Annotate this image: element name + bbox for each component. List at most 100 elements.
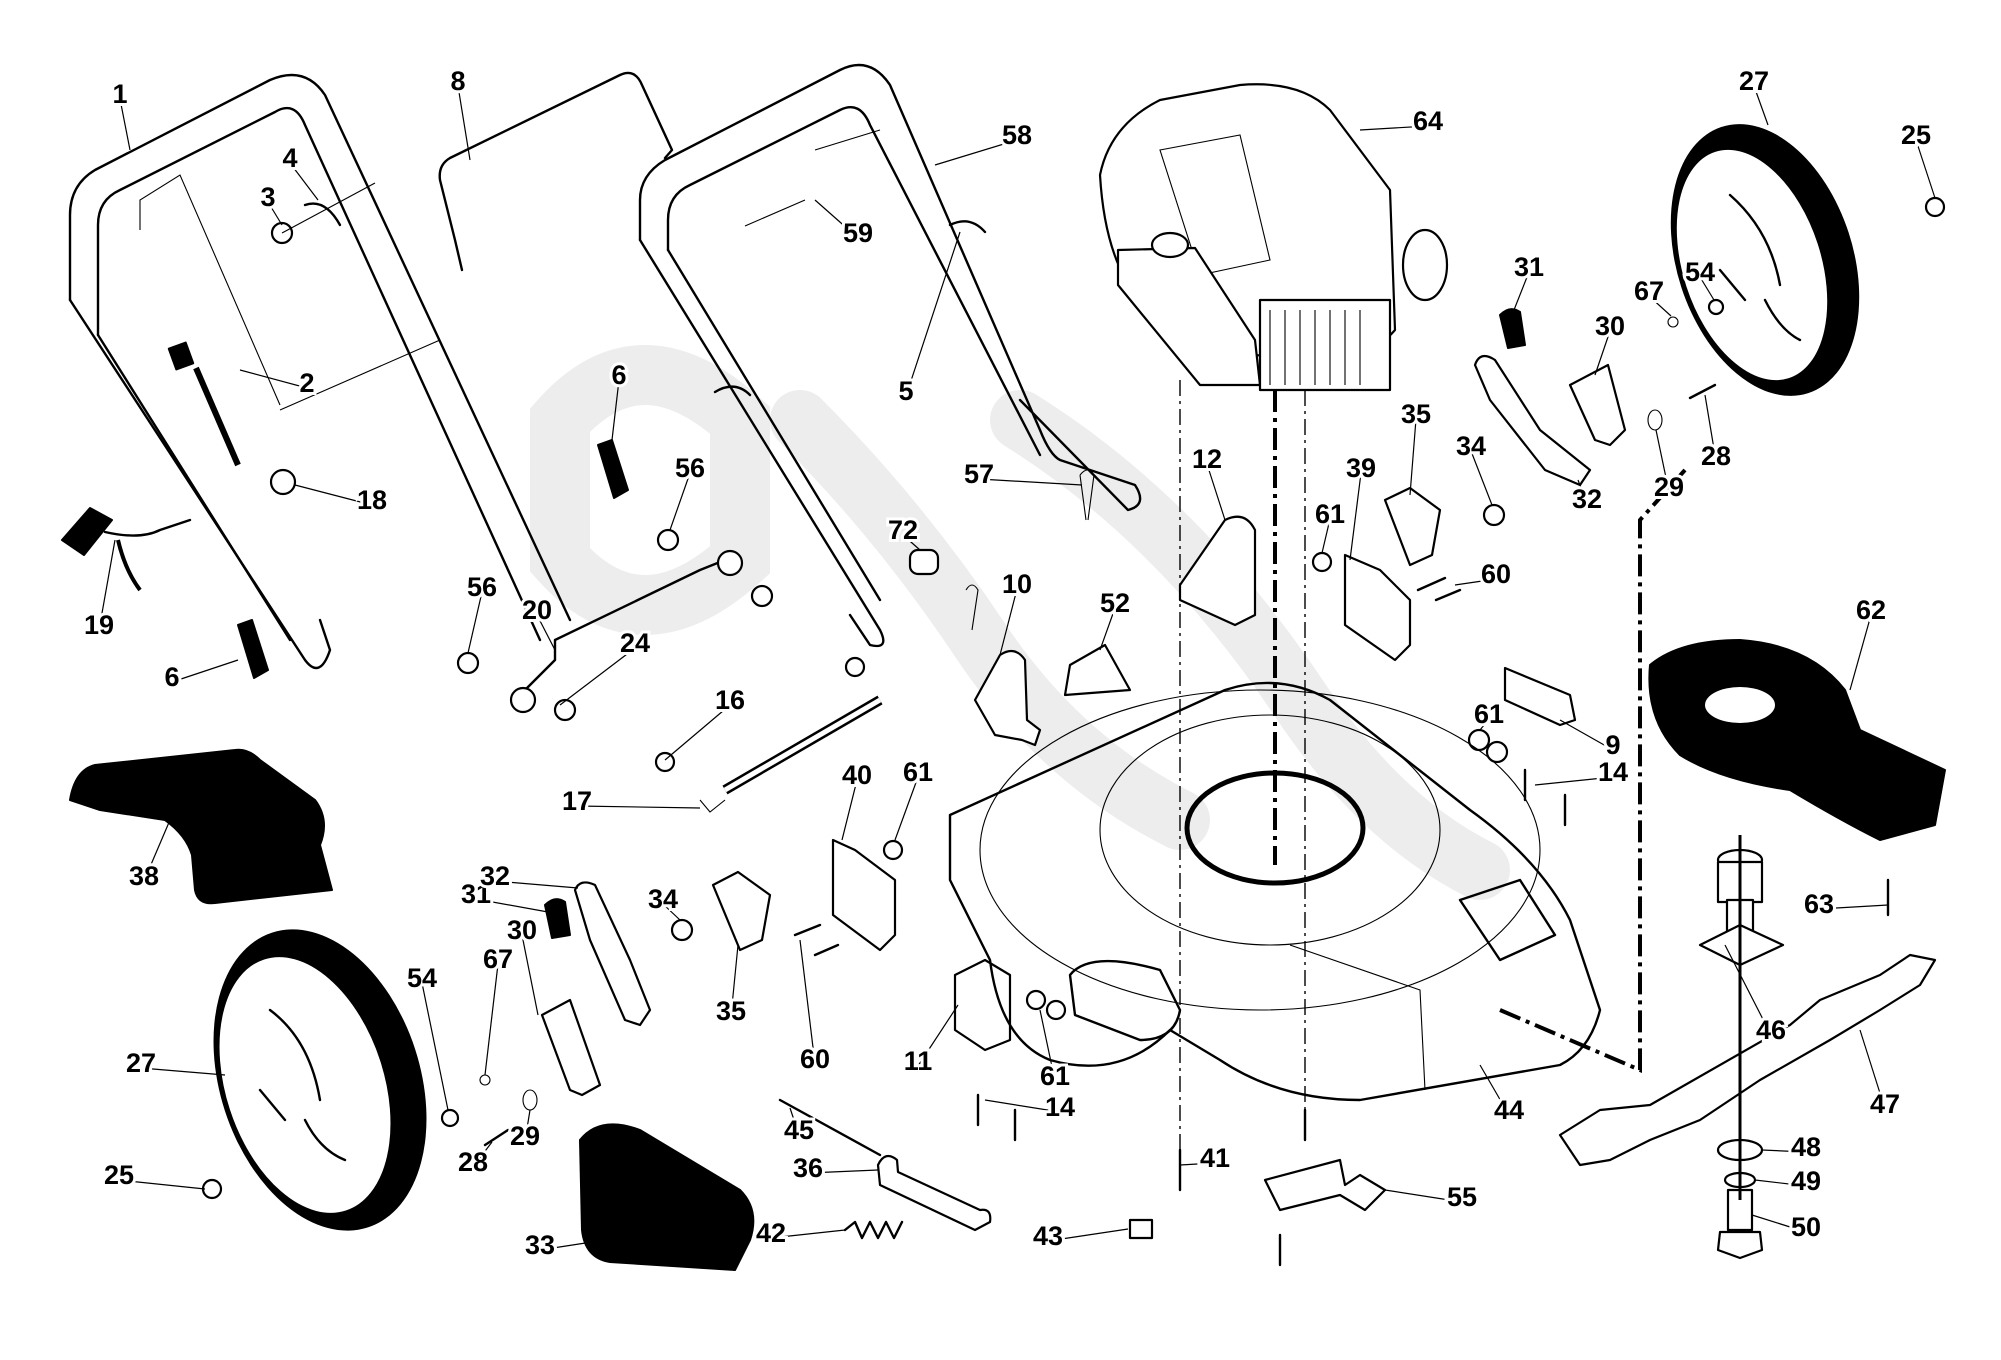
leader-line-31 [475,898,549,913]
leader-line-12 [1206,463,1226,521]
part-callout-72: 72 [888,515,918,545]
wheel-right [1670,124,1860,396]
throttle-cable [167,341,241,467]
leader-line-42 [770,1229,846,1239]
leader-line-10 [999,588,1018,656]
part-callout-12: 12 [1192,444,1222,474]
knob-31-left [544,898,571,939]
leader-line-16 [664,704,731,761]
part-callout-36: 36 [793,1153,823,1183]
deck-dash [1499,468,1687,1074]
part-callout-16: 16 [715,685,745,715]
part-callout-54: 54 [407,963,437,993]
leader-line-50 [1751,1214,1807,1233]
part-callout-60: 60 [1481,559,1511,589]
bracket-11 [953,958,1012,1052]
part-callout-24: 24 [620,628,650,658]
part-callout-14: 14 [1045,1092,1075,1122]
bracket-36 [876,1154,992,1232]
leader-line-55 [1384,1189,1463,1203]
part-callout-35: 35 [716,996,746,1026]
leader-line-32 [1577,479,1588,505]
part-callout-30: 30 [1595,311,1625,341]
hub-nut-right [1924,196,1946,218]
bracket-10 [973,649,1042,747]
washer-29-right [1647,409,1663,431]
part-callout-67: 67 [1634,276,1664,306]
leader-line-40 [841,779,858,841]
part-callout-17: 17 [562,786,592,816]
part-callout-44: 44 [1494,1095,1524,1125]
part-callout-54: 54 [1685,257,1715,287]
nut-43 [1128,1218,1154,1240]
leader-line-29 [1655,429,1670,493]
leader-line-48 [1761,1149,1807,1153]
part-callout-25: 25 [104,1160,134,1190]
part-callout-59: 59 [843,218,873,248]
blade [1558,953,1937,1167]
assembly-line [1179,380,1306,1170]
part-callout-45: 45 [784,1115,814,1145]
part-callout-61: 61 [1474,699,1504,729]
leader-line-39 [1349,472,1362,561]
part-callout-6: 6 [611,360,626,390]
leader-line-64 [1359,125,1429,131]
part-callout-2: 2 [299,368,314,398]
leader-line-19 [98,539,116,631]
leader-line-47 [1859,1029,1886,1110]
washer-54-right [1707,298,1725,316]
part-callout-52: 52 [1100,588,1130,618]
part-callout-27: 27 [126,1048,156,1078]
part-callout-25: 25 [1901,120,1931,150]
guard-plate-55 [1263,1158,1387,1212]
part-callout-46: 46 [1756,1015,1786,1045]
hub-nut-left [201,1178,223,1200]
part-callout-30: 30 [507,915,537,945]
leader-line-60 [1454,578,1497,586]
leader-dash [279,339,441,411]
part-callout-62: 62 [1856,595,1886,625]
lower-handle [638,63,1142,648]
part-callout-56: 56 [467,572,497,602]
part-callout-1: 1 [112,79,127,109]
leader-line-56 [669,472,691,531]
leader-line-6 [171,659,239,683]
part-callout-10: 10 [1002,569,1032,599]
part-callout-55: 55 [1447,1182,1477,1212]
axle-bracket-right [1568,363,1627,447]
part-callout-28: 28 [458,1147,488,1177]
leader-line-34 [662,903,681,921]
leader-line-6 [611,379,620,441]
screw-and-clip [270,182,376,245]
knob-6-upper [597,439,629,499]
leader-line-38 [143,819,171,882]
part-callout-63: 63 [1804,889,1834,919]
axle-bracket-left [540,998,602,1097]
lever-right [1473,354,1592,487]
part-callout-3: 3 [260,182,275,212]
leader-line-3 [267,201,283,226]
leader-line-45 [789,1107,800,1136]
washer-29-left [522,1089,538,1111]
leader-line-33 [539,1239,606,1251]
wheel-left [213,929,427,1231]
baffle-hole [1705,687,1775,723]
baffle [1648,639,1946,841]
spacer-34-right [1482,503,1506,527]
leader-line-60 [799,939,816,1065]
leader-line-43 [1047,1228,1129,1242]
leader-line-28 [1704,394,1717,462]
leader-line-61 [894,776,919,841]
control-bail [438,71,674,272]
leader-line-54 [421,982,449,1111]
bracket-39 [1343,553,1412,662]
engine [1098,83,1449,392]
part-callout-33: 33 [525,1230,555,1260]
cable-ties [713,220,987,397]
leader-line-27 [1753,85,1769,126]
part-callout-41: 41 [1200,1143,1230,1173]
leader-line-67 [484,963,499,1076]
part-callout-38: 38 [129,861,159,891]
part-callout-61: 61 [903,757,933,787]
washer-54-left [440,1108,460,1128]
